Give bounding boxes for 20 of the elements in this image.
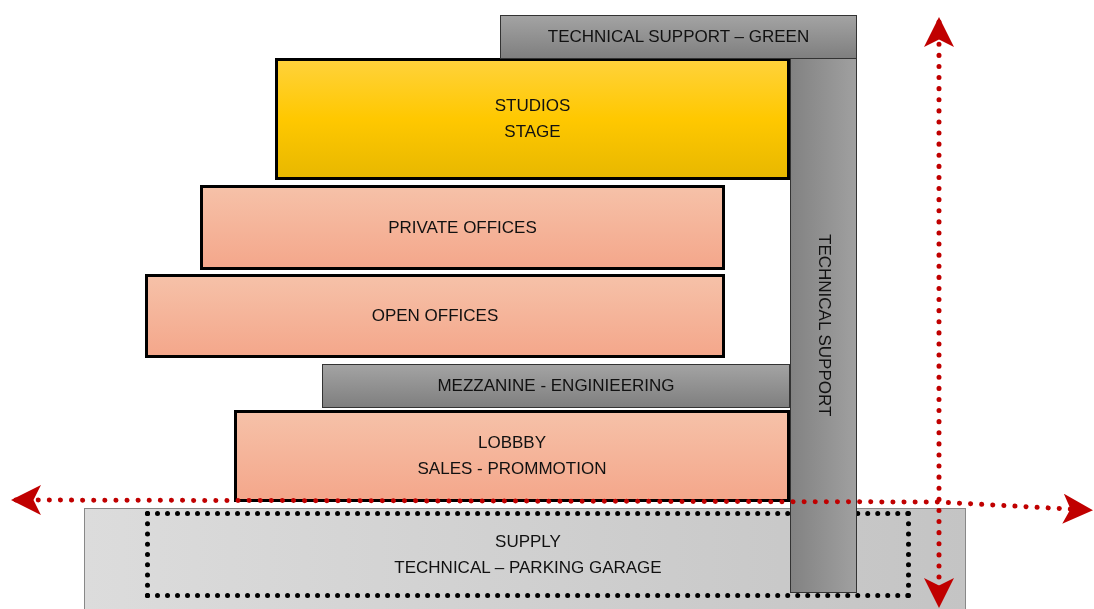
floor-label: STUDIOS	[494, 95, 571, 117]
floor-label: SUPPLY	[495, 530, 561, 553]
floor-block	[145, 274, 725, 358]
ground-block	[84, 508, 966, 609]
floor-label: OPEN OFFICES	[371, 305, 499, 327]
floor-block	[234, 410, 790, 502]
floor-label: TECHNICAL – PARKING GARAGE	[394, 556, 662, 579]
floor-label: STAGE	[504, 121, 561, 143]
floor-label: MEZZANINE - ENGINIEERING	[437, 375, 675, 397]
support-column	[790, 58, 857, 593]
floor-bar	[322, 364, 790, 408]
floor-label: LOBBBY	[477, 432, 546, 454]
floor-block	[200, 185, 725, 270]
studio-block	[275, 58, 790, 180]
dotted-area	[145, 511, 911, 598]
floor-label: SALES - PROMMOTION	[417, 458, 607, 480]
column-label: TECHNICAL SUPPORT	[813, 234, 835, 417]
floor-label: TECHNICAL SUPPORT – GREEN	[547, 26, 810, 48]
floor-label: PRIVATE OFFICES	[388, 216, 537, 239]
floor-bar	[500, 15, 857, 59]
